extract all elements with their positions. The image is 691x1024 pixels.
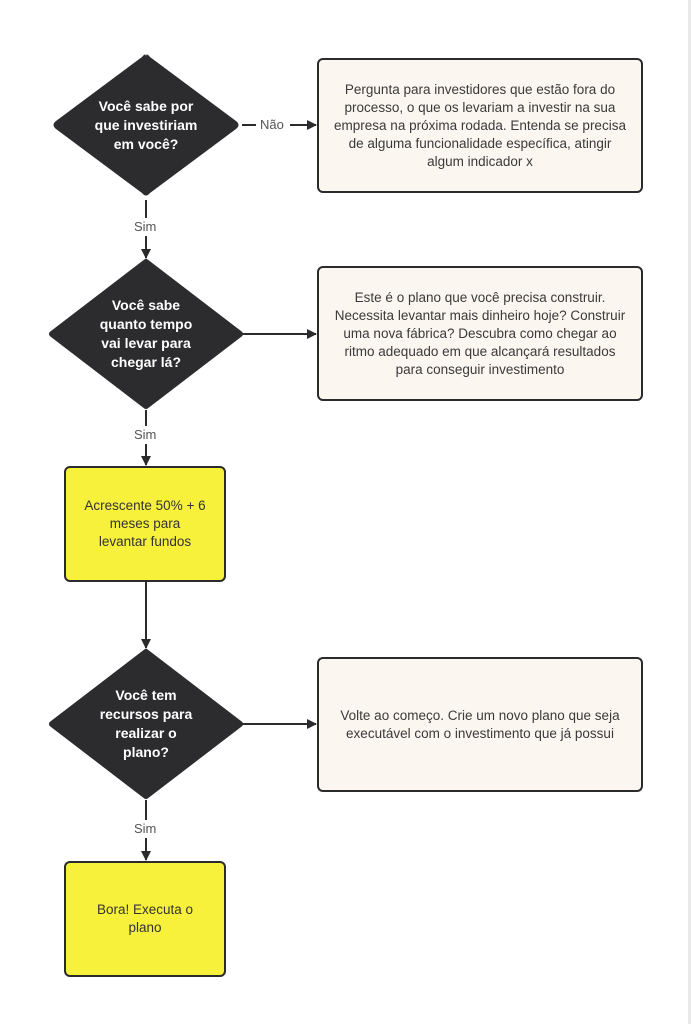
step-box-1[interactable]: Acrescente 50% + 6 meses para levantar f… (64, 466, 226, 582)
decision-diamond-2[interactable] (49, 259, 243, 409)
edge-label-sim-3: Sim (132, 821, 159, 837)
step-text-1: Acrescente 50% + 6 meses para levantar f… (84, 498, 206, 549)
step-box-2[interactable]: Bora! Executa o plano (64, 861, 226, 977)
step-text-2: Bora! Executa o plano (96, 902, 194, 935)
edge-label-sim-2: Sim (132, 427, 159, 443)
note-box-3[interactable]: Volte ao começo. Crie um novo plano que … (317, 657, 643, 792)
decision-diamond-1[interactable] (53, 54, 239, 196)
note-text-1: Pergunta para investidores que estão for… (334, 81, 626, 169)
note-box-1[interactable]: Pergunta para investidores que estão for… (317, 58, 643, 193)
page-edge (688, 0, 691, 1024)
decision-label-1: Você sabe por que investiriam em você? (94, 97, 198, 152)
note-text-2: Este é o plano que você precisa construi… (334, 289, 626, 377)
decision-label-3: Você tem recursos para realizar o plano? (99, 687, 193, 760)
decision-diamond-3[interactable] (49, 649, 243, 799)
note-text-3: Volte ao começo. Crie um novo plano que … (340, 707, 620, 741)
edge-label-sim-1: Sim (132, 219, 159, 235)
edge-label-nao: Não (258, 117, 286, 133)
note-box-2[interactable]: Este é o plano que você precisa construi… (317, 266, 643, 401)
decision-label-2: Você sabe quanto tempo vai levar para ch… (99, 297, 193, 370)
